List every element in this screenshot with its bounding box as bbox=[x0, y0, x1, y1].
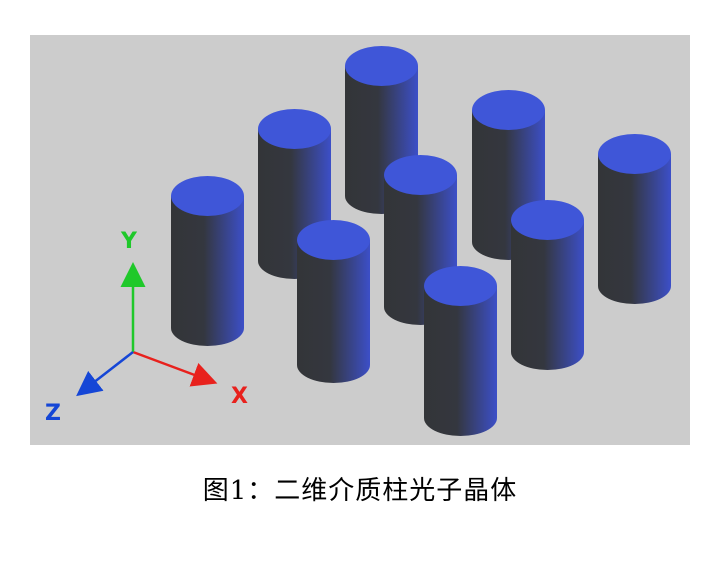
x-axis-line bbox=[132, 350, 218, 387]
cylinder bbox=[171, 176, 244, 346]
cylinder bbox=[424, 266, 497, 436]
cylinder-top bbox=[297, 220, 370, 260]
cylinder-top bbox=[598, 134, 671, 174]
cylinder-top bbox=[171, 176, 244, 216]
figure-caption: 图1：二维介质柱光子晶体 bbox=[202, 476, 518, 506]
cylinder-top bbox=[384, 155, 457, 195]
cylinder-top bbox=[511, 200, 584, 240]
cylinder-top bbox=[472, 90, 545, 130]
cylinder bbox=[511, 200, 584, 370]
cylinder-top bbox=[258, 109, 331, 149]
x-axis-label: X bbox=[231, 384, 248, 409]
cylinder-top bbox=[345, 46, 418, 86]
cylinder bbox=[345, 46, 418, 214]
cylinder bbox=[598, 134, 671, 304]
z-axis-line bbox=[76, 351, 134, 397]
y-axis-label: Y bbox=[120, 229, 138, 254]
axes-triad: X Y Z bbox=[45, 229, 248, 426]
cylinder-top bbox=[424, 266, 497, 306]
z-axis-label: Z bbox=[45, 401, 61, 426]
cylinder bbox=[297, 220, 370, 383]
